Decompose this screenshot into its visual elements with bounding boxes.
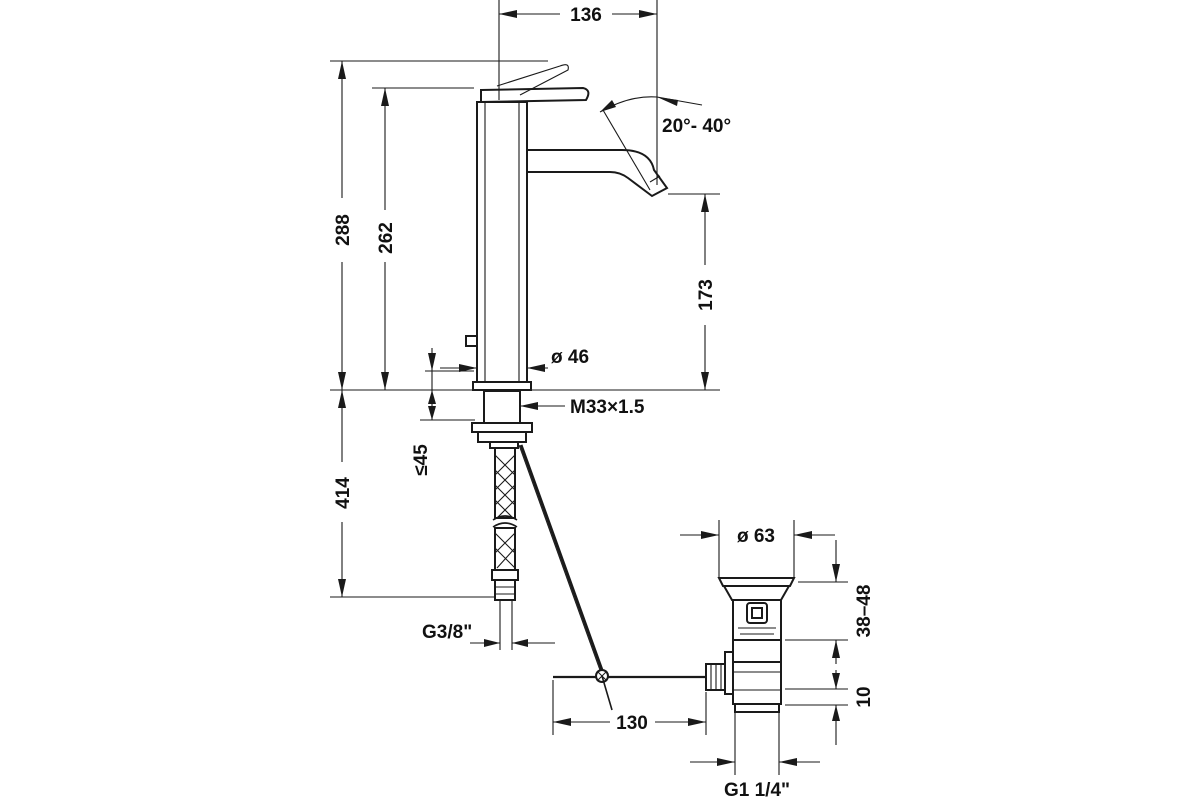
hose-fitting	[491, 569, 519, 581]
label-hose-connection: G3/8"	[422, 622, 472, 643]
label-waste-range: 38–48	[854, 585, 875, 638]
fixing-washer	[477, 431, 527, 443]
faucet-base	[472, 381, 532, 391]
waste-body	[732, 661, 782, 705]
label-height-total: 288	[333, 214, 354, 246]
label-top-width: 136	[570, 5, 602, 26]
faucet-lever	[480, 86, 590, 104]
waste-flange	[717, 577, 796, 587]
label-body-diameter: ø 46	[551, 347, 589, 368]
label-spout-height: 173	[696, 279, 717, 311]
label-thread: M33×1.5	[570, 397, 645, 418]
faucet-lever-open	[496, 64, 569, 96]
popup-knob	[465, 335, 478, 347]
label-height-body: 262	[376, 222, 397, 254]
label-angle: 20°- 40°	[662, 116, 731, 137]
faucet-spout	[526, 149, 669, 198]
popup-rod	[518, 444, 708, 711]
faucet-body	[465, 64, 669, 449]
label-waste-offset: 10	[854, 686, 875, 707]
label-waste-thread: G1 1/4"	[724, 780, 790, 800]
faucet-shank	[483, 390, 521, 424]
dimension-lines	[330, 0, 848, 775]
fixing-nut	[471, 422, 533, 433]
supply-hose	[491, 447, 519, 650]
label-hose-length: 414	[333, 477, 354, 509]
label-rod-length: 130	[616, 713, 648, 734]
waste-valve	[705, 577, 796, 713]
label-waste-diameter: ø 63	[737, 526, 775, 547]
label-deck-thickness: ≤45	[411, 444, 432, 476]
dimension-labels: 136 20°- 40° 288 262 173 ø 46 M33×1.5 ≤4…	[333, 5, 875, 800]
